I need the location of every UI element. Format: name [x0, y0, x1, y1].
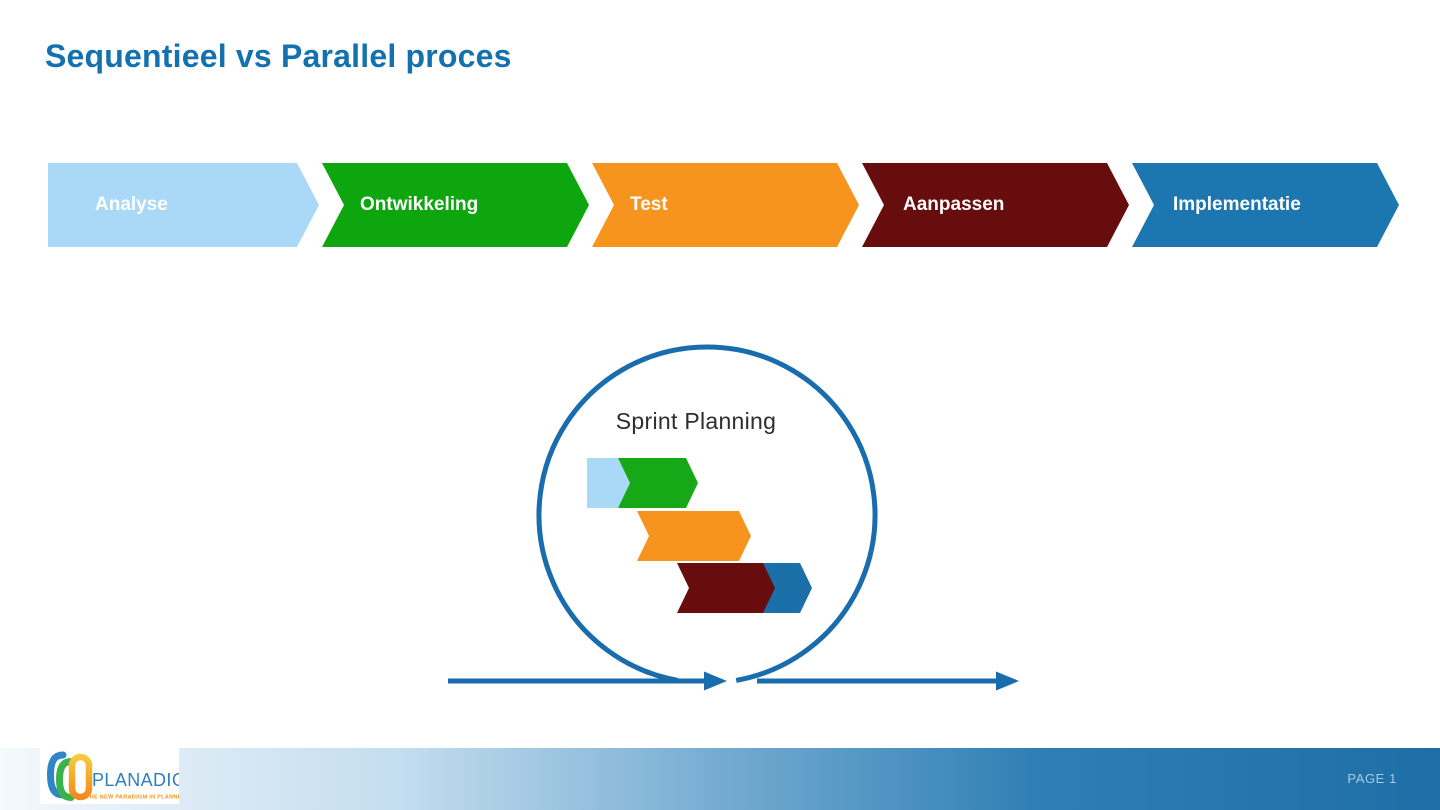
sprint-planning-label: Sprint Planning [615, 408, 777, 434]
logo-mark-blue-arc-icon [46, 751, 67, 799]
process-flow: Analyse Ontwikkeling Test Aanpassen Impl… [0, 163, 1440, 247]
mini-chevron-implementatie [747, 563, 812, 613]
brand-name: PLANADIGM [92, 770, 179, 790]
process-step-implementatie: Implementatie [1132, 163, 1399, 247]
process-step-ontwikkeling: Ontwikkeling [322, 163, 589, 247]
process-step-label: Analyse [95, 194, 168, 215]
cycle-circle [536, 344, 878, 683]
process-step-analyse: Analyse [48, 163, 319, 247]
mini-chevron-test [637, 511, 751, 561]
logo-mark-orange-ring-icon [68, 753, 93, 801]
outgoing-arrow-head [996, 671, 1019, 691]
brand-tagline: THE NEW PARADIGM IN PLANNING [86, 795, 179, 801]
logo-mark-green-arc-icon [55, 758, 75, 801]
footer-bar [0, 748, 1440, 810]
process-step-label: Ontwikkeling [360, 194, 479, 215]
page-number: PAGE 1 [1347, 771, 1397, 786]
process-step-label: Implementatie [1173, 194, 1301, 215]
mini-chevron-aanpassen [677, 563, 775, 613]
process-step-label: Test [630, 194, 668, 215]
page-title: Sequentieel vs Parallel proces [45, 38, 512, 74]
process-step-test: Test [592, 163, 859, 247]
brand-logo: PLANADIGM THE NEW PARADIGM IN PLANNING [40, 745, 201, 804]
process-step-aanpassen: Aanpassen [862, 163, 1129, 247]
incoming-arrow-head [704, 671, 727, 691]
mini-chevron-analyse [587, 458, 630, 508]
process-step-label: Aanpassen [903, 194, 1005, 215]
mini-chevron-ontwikkeling [618, 458, 698, 508]
planadigm-logo: PLANADIGM THE NEW PARADIGM IN PLANNING [46, 751, 201, 801]
